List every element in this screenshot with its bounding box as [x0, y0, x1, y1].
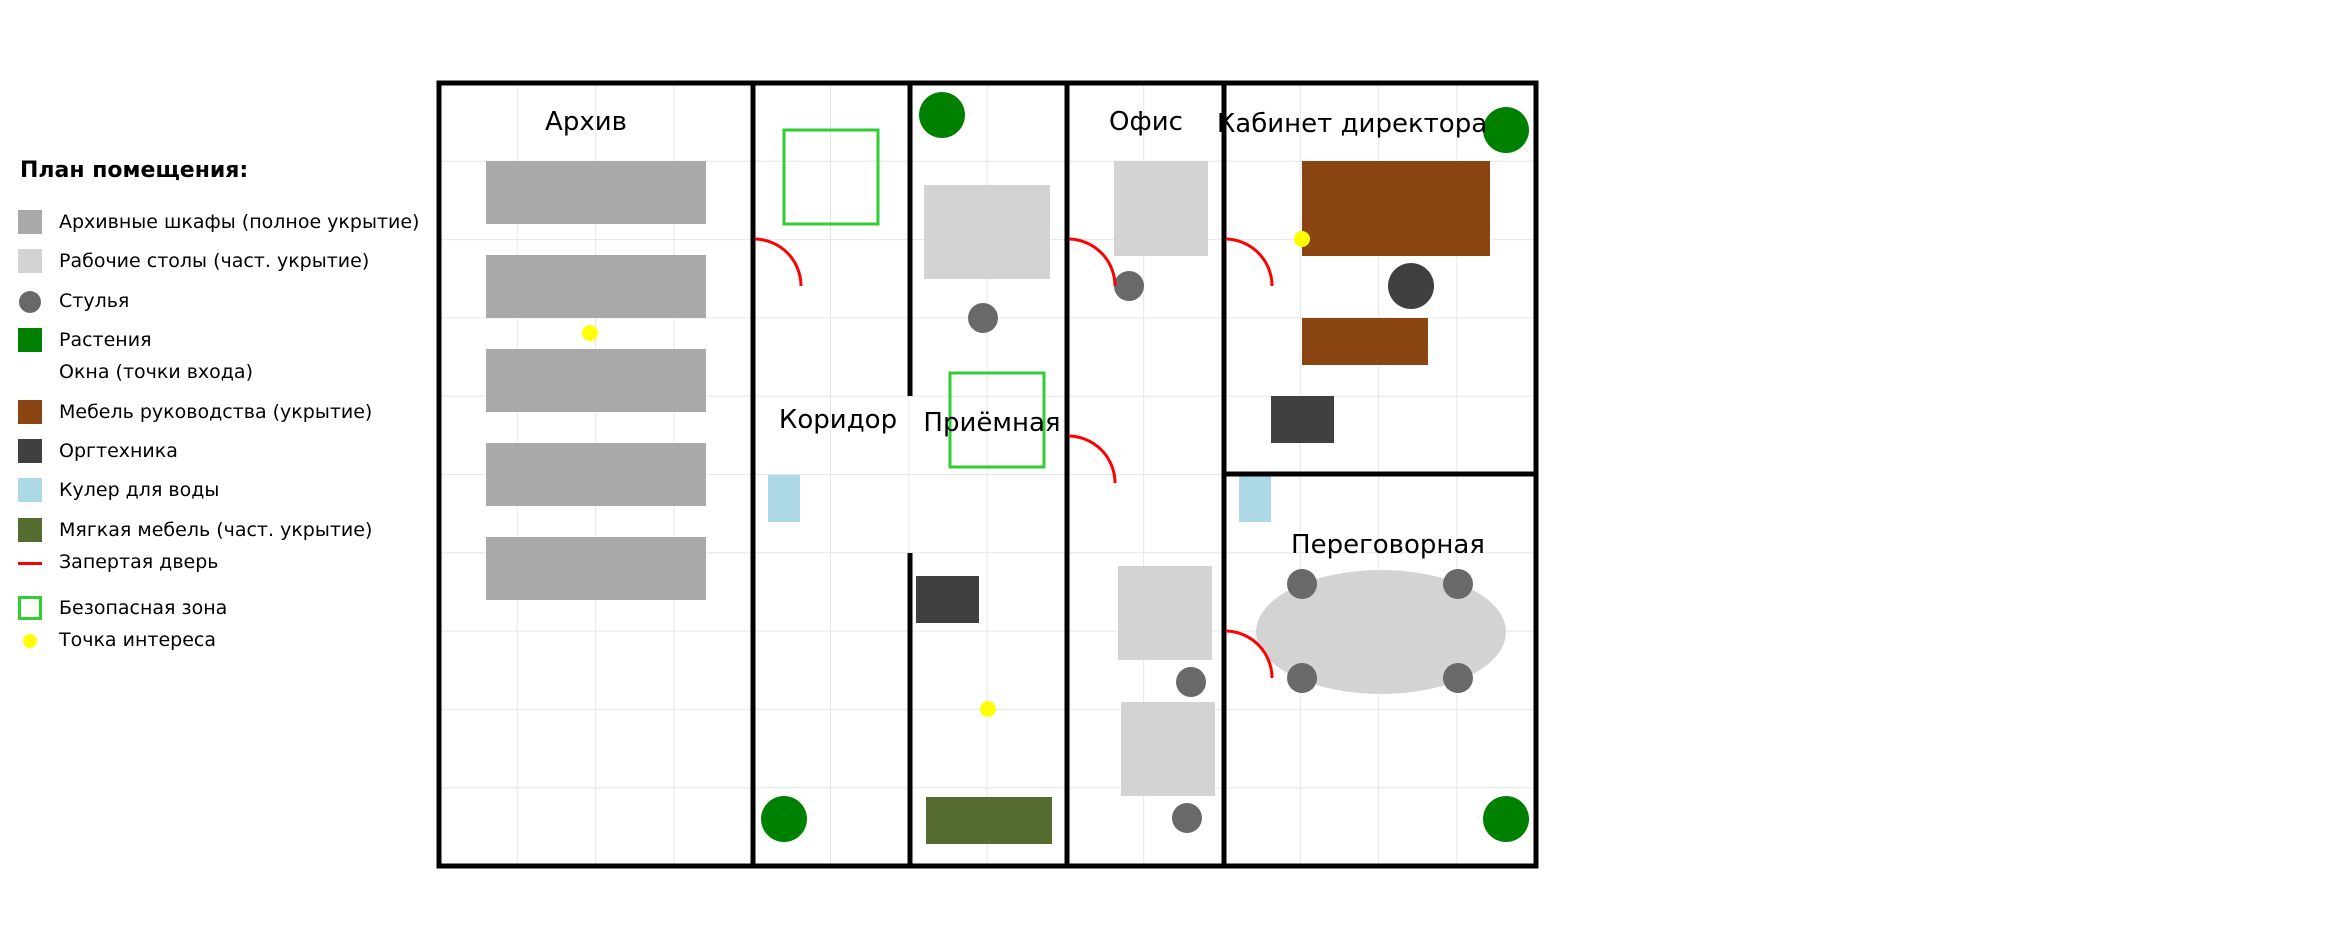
archive-cabinet — [486, 443, 706, 506]
plant — [1483, 796, 1529, 842]
executive-swatch-icon — [18, 400, 42, 424]
chair-swatch-icon — [19, 291, 41, 313]
locked-door — [1068, 434, 1117, 484]
locked-door — [1068, 237, 1117, 287]
soft-furniture-swatch-icon — [18, 518, 42, 542]
legend-item-archive-cabinets: Архивные шкафы (полное укрытие) — [18, 210, 420, 236]
room-label-meeting: Переговорная — [1291, 530, 1485, 560]
room-labels: Архив Коридор Приёмная Офис Кабинет дире… — [545, 107, 1487, 560]
cabinet-swatch-icon — [18, 210, 42, 234]
point-of-interest — [582, 325, 598, 341]
chairs — [968, 271, 1473, 833]
locked-door — [754, 237, 803, 287]
meeting-table — [1256, 570, 1506, 694]
archive-cabinet — [486, 349, 706, 412]
safe-zone-reception — [948, 371, 1046, 469]
legend-label: Архивные шкафы (полное укрытие) — [59, 211, 420, 233]
equipment-reception — [916, 576, 979, 623]
legend-item-executive-furniture: Мебель руководства (укрытие) — [18, 400, 418, 426]
poi-dot-icon — [23, 634, 37, 648]
chair — [1114, 271, 1144, 301]
legend-label: Запертая дверь — [59, 551, 219, 573]
reception-desk — [924, 185, 1050, 279]
legend-item-soft-furniture: Мягкая мебель (част. укрытие) — [18, 518, 418, 544]
legend-label: Мягкая мебель (част. укрытие) — [59, 519, 373, 541]
legend: План помещения: Архивные шкафы (полное у… — [0, 0, 420, 938]
safe-zone-corridor — [782, 128, 880, 226]
plant — [761, 796, 807, 842]
director-cabinet — [1302, 318, 1428, 365]
room-label-office: Офис — [1109, 107, 1183, 137]
room-label-corridor: Коридор — [779, 405, 897, 435]
safe-zones — [782, 128, 1046, 469]
point-of-interest — [1294, 231, 1310, 247]
legend-title: План помещения: — [20, 158, 249, 183]
cooler-swatch-icon — [18, 478, 42, 502]
plant — [919, 92, 965, 138]
legend-item-point-of-interest: Точка интереса — [18, 628, 418, 654]
director-desk — [1302, 161, 1490, 256]
legend-item-locked-door: Запертая дверь — [18, 550, 418, 576]
chair — [1172, 803, 1202, 833]
archive-cabinet — [486, 255, 706, 318]
room-label-archive: Архив — [545, 107, 627, 137]
legend-label: Мебель руководства (укрытие) — [59, 401, 373, 423]
legend-label: Безопасная зона — [59, 597, 228, 619]
archive-cabinet — [486, 537, 706, 600]
legend-label: Растения — [59, 329, 152, 351]
legend-label: Оргтехника — [59, 440, 178, 462]
water-cooler — [768, 475, 800, 522]
plants — [761, 92, 1529, 842]
legend-label: Стулья — [59, 290, 130, 312]
director-chair — [1388, 263, 1434, 309]
legend-item-water-cooler: Кулер для воды — [18, 478, 418, 504]
legend-item-safe-zone: Безопасная зона — [18, 596, 418, 622]
door-line-icon — [18, 562, 42, 565]
desk-swatch-icon — [18, 249, 42, 273]
office-desk — [1114, 161, 1208, 256]
chair — [968, 303, 998, 333]
water-coolers — [768, 475, 1271, 522]
meeting-chair — [1443, 569, 1473, 599]
office-desk — [1118, 566, 1212, 660]
point-of-interest — [980, 701, 996, 717]
locked-door — [1225, 629, 1274, 679]
office-equipment — [916, 263, 1434, 623]
legend-label: Окна (точки входа) — [59, 361, 253, 383]
executive-furniture — [1302, 161, 1490, 365]
meeting-chair — [1443, 663, 1473, 693]
legend-item-plants: Растения — [18, 328, 418, 354]
equipment-director — [1271, 396, 1334, 443]
archive-cabinet — [486, 161, 706, 224]
walls — [436, 80, 1539, 869]
office-desk — [1121, 702, 1215, 796]
legend-label: Кулер для воды — [59, 479, 220, 501]
locked-doors — [754, 237, 1274, 679]
plant — [1483, 107, 1529, 153]
chair — [1176, 667, 1206, 697]
water-cooler — [1239, 475, 1271, 522]
sofa — [926, 797, 1052, 844]
locked-door — [1225, 237, 1274, 287]
equipment-swatch-icon — [18, 439, 42, 463]
safe-zone-outline-icon — [18, 596, 42, 620]
room-label-director: Кабинет директора — [1217, 109, 1487, 139]
archive-cabinets — [486, 161, 706, 600]
meeting-chair — [1287, 663, 1317, 693]
legend-label: Рабочие столы (част. укрытие) — [59, 250, 370, 272]
desks — [924, 161, 1506, 796]
legend-item-equipment: Оргтехника — [18, 439, 418, 465]
room-label-reception: Приёмная — [923, 408, 1060, 438]
legend-item-windows: Окна (точки входа) — [18, 360, 418, 386]
legend-label: Точка интереса — [59, 629, 216, 651]
legend-item-desks: Рабочие столы (част. укрытие) — [18, 249, 418, 275]
points-of-interest — [582, 231, 1310, 717]
meeting-chair — [1287, 569, 1317, 599]
plant-swatch-icon — [18, 328, 42, 352]
legend-item-chairs: Стулья — [18, 289, 418, 315]
